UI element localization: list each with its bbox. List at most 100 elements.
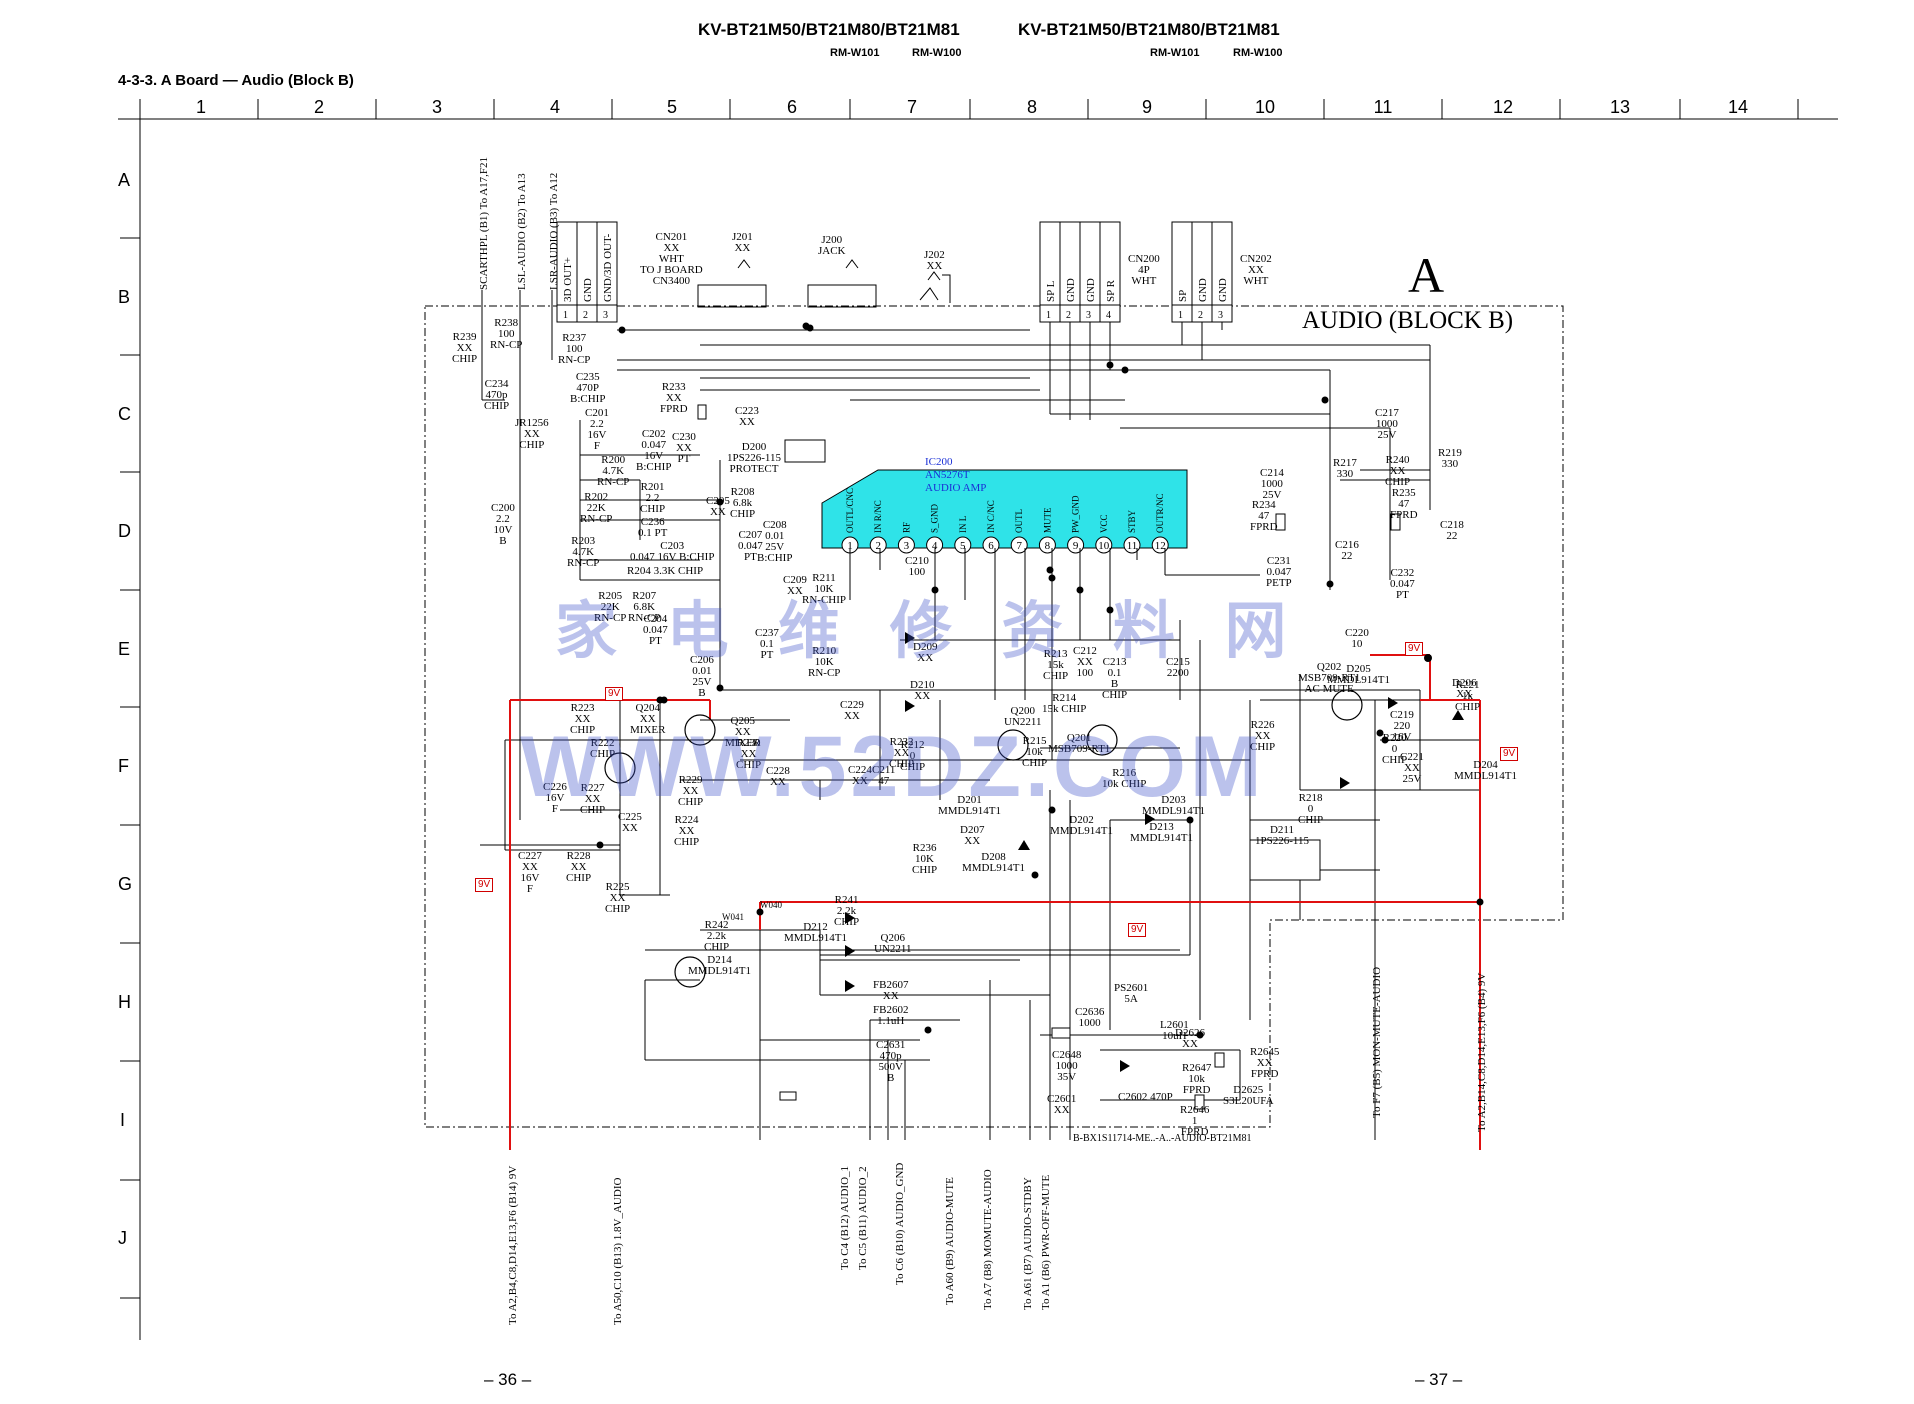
component-label: C223 XX — [735, 405, 759, 428]
component-label: D213 MMDL914T1 — [1130, 821, 1193, 844]
test-point-label: W040 — [760, 900, 782, 910]
component-label: R2646 1 FPRD — [1180, 1104, 1210, 1138]
cn201-pin-name: GND/3D OUT- — [602, 233, 614, 302]
component-label: R219 330 — [1438, 447, 1462, 470]
component-label: R200 4.7K RN-CP — [597, 454, 630, 488]
component-label: D208 MMDL914T1 — [962, 851, 1025, 874]
component-label: C214 1000 25V — [1260, 467, 1284, 501]
board-code: B-BX1S11714-ME..-A..-AUDIO-BT21M81 — [1073, 1133, 1252, 1144]
ic200-pin-number: 1 — [847, 540, 853, 552]
component-label: C2601 XX — [1047, 1093, 1077, 1116]
bottom-signal-label: To C6 (B10) AUDIO_GND — [894, 1162, 906, 1285]
component-label: D214 MMDL914T1 — [688, 954, 751, 977]
ic200-pin-number: 7 — [1016, 540, 1022, 552]
component-label: C210 100 — [905, 555, 929, 578]
ic200-pin-name: IN L — [958, 516, 968, 533]
component-label: R227 XX CHIP — [580, 782, 606, 816]
ic200-pin-circle — [869, 536, 887, 554]
rail-badge-9v: 9V — [1128, 923, 1147, 937]
component-label: D206 XX — [1452, 677, 1477, 700]
ic200-pin-circle — [1010, 536, 1028, 554]
block-letter: A — [1408, 247, 1445, 303]
wiring — [480, 290, 1480, 1140]
component-label: R210 10K RN-CP — [808, 645, 841, 679]
ic200-pin-name: S_GND — [930, 503, 940, 533]
component-label: D212 MMDL914T1 — [784, 921, 847, 944]
component-label: C232 0.047 PT — [1390, 567, 1415, 601]
component-label: R211 10K RN-CHIP — [802, 572, 847, 606]
grid-row-letter: D — [118, 521, 131, 541]
ic200-body — [821, 469, 1188, 549]
component-label: D200 1PS226-115 PROTECT — [727, 441, 781, 475]
component-label: C203 0.047 16V B:CHIP — [630, 540, 715, 563]
component-label: R2647 10k FPRD — [1182, 1062, 1212, 1096]
ic200-pin-number: 12 — [1155, 540, 1166, 552]
svg-text:2: 2 — [1198, 310, 1203, 321]
component-label: Q205 XX MIXER — [725, 715, 761, 749]
component-label: R242 2.2k CHIP — [704, 919, 730, 953]
bottom-signal-label: To A2,B14,C8,D14,E13,F6 (B4) 9V — [1476, 972, 1488, 1132]
component-label: C2636 1000 — [1075, 1006, 1105, 1029]
component-label: R232 XX CHIP — [889, 736, 915, 770]
component-label: R230 XX CHIP — [736, 737, 762, 771]
ic200-pin-name: STBY — [1127, 509, 1137, 533]
remote-model-left-1: RM-W101 — [830, 47, 880, 59]
diode-marks — [845, 632, 1464, 1072]
component-label: D203 MMDL914T1 — [1142, 794, 1205, 817]
component-label: C209 XX — [783, 574, 807, 597]
ic200-pin-number: 11 — [1127, 540, 1138, 552]
component-label: C208 0.01 25V B:CHIP — [757, 519, 793, 564]
grid-column-number: 12 — [1492, 97, 1514, 117]
cn200-label: CN200 4P WHT — [1128, 253, 1160, 287]
watermark-url: WWW.52DZ.COM — [520, 719, 1266, 815]
cn202-pin-name: GND — [1197, 278, 1209, 302]
component-label: R208 6.8k CHIP — [730, 486, 756, 520]
ic200-pin-number: 2 — [875, 540, 881, 552]
ic200-pin-circle — [1151, 536, 1169, 554]
component-label: R237 100 RN-CP — [558, 332, 591, 366]
component-label: R2645 XX FPRD — [1250, 1046, 1280, 1080]
component-label: FB2607 XX — [873, 979, 909, 1002]
j200-label: J200 JACK — [818, 234, 846, 257]
component-label: R235 47 FPRD — [1390, 487, 1418, 521]
component-label: C218 22 — [1440, 519, 1464, 542]
ic200-pin-number: 6 — [988, 540, 994, 552]
component-label: C230 XX PT — [672, 431, 696, 465]
grid-row-letter: C — [118, 404, 131, 424]
rail-badge-9v: 9V — [605, 687, 624, 701]
remote-model-right-1: RM-W101 — [1150, 47, 1200, 59]
grid-column-number: 1 — [195, 97, 206, 117]
ic200-pin-name: VCC — [1099, 514, 1109, 533]
component-label: C237 0.1 PT — [755, 627, 779, 661]
component-label: C221 XX 25V — [1400, 751, 1424, 785]
svg-text:2: 2 — [583, 310, 588, 321]
component-label: C200 2.2 10V B — [491, 502, 515, 547]
component-label: C225 XX — [618, 811, 642, 834]
component-label: D201 MMDL914T1 — [938, 794, 1001, 817]
component-label: R202 22K RN-CP — [580, 491, 613, 525]
component-label: R220 0 CHIP — [1382, 732, 1408, 766]
component-label: Q202 MSB709-RT1 AC MUTE — [1298, 661, 1361, 695]
component-label: C234 470p CHIP — [484, 378, 510, 412]
component-label: R222 CHIP — [590, 737, 616, 760]
grid-column-number: 11 — [1373, 97, 1393, 117]
grid-row-letter: B — [118, 287, 131, 307]
cn200-pin-name: GND — [1085, 278, 1097, 302]
grid-column-number: 10 — [1254, 97, 1276, 117]
component-label: R240 XX CHIP — [1385, 454, 1411, 488]
component-label: R221 1k CHIP — [1455, 679, 1481, 713]
ic200-ref: IC200 — [925, 456, 953, 468]
component-label: C227 XX 16V F — [518, 850, 542, 895]
component-label: C213 0.1 B CHIP — [1102, 656, 1128, 701]
watermark-chinese: 家 电 维 修 资 料 网 — [555, 594, 1301, 667]
component-label: C2602 470P — [1118, 1091, 1173, 1103]
grid-column-number: 7 — [906, 97, 917, 117]
grid-column-number: 2 — [313, 97, 324, 117]
bottom-signal-label: To A61 (B7) AUDIO-STDBY — [1022, 1177, 1034, 1310]
component-label: R241 2.2k CHIP — [834, 894, 860, 928]
component-label: R236 10K CHIP — [912, 842, 938, 876]
component-label: D202 MMDL914T1 — [1050, 814, 1113, 837]
component-label: Q200 UN2211 — [1004, 705, 1042, 728]
component-label: R225 XX CHIP — [605, 881, 631, 915]
grid-row-letter: E — [118, 639, 131, 659]
